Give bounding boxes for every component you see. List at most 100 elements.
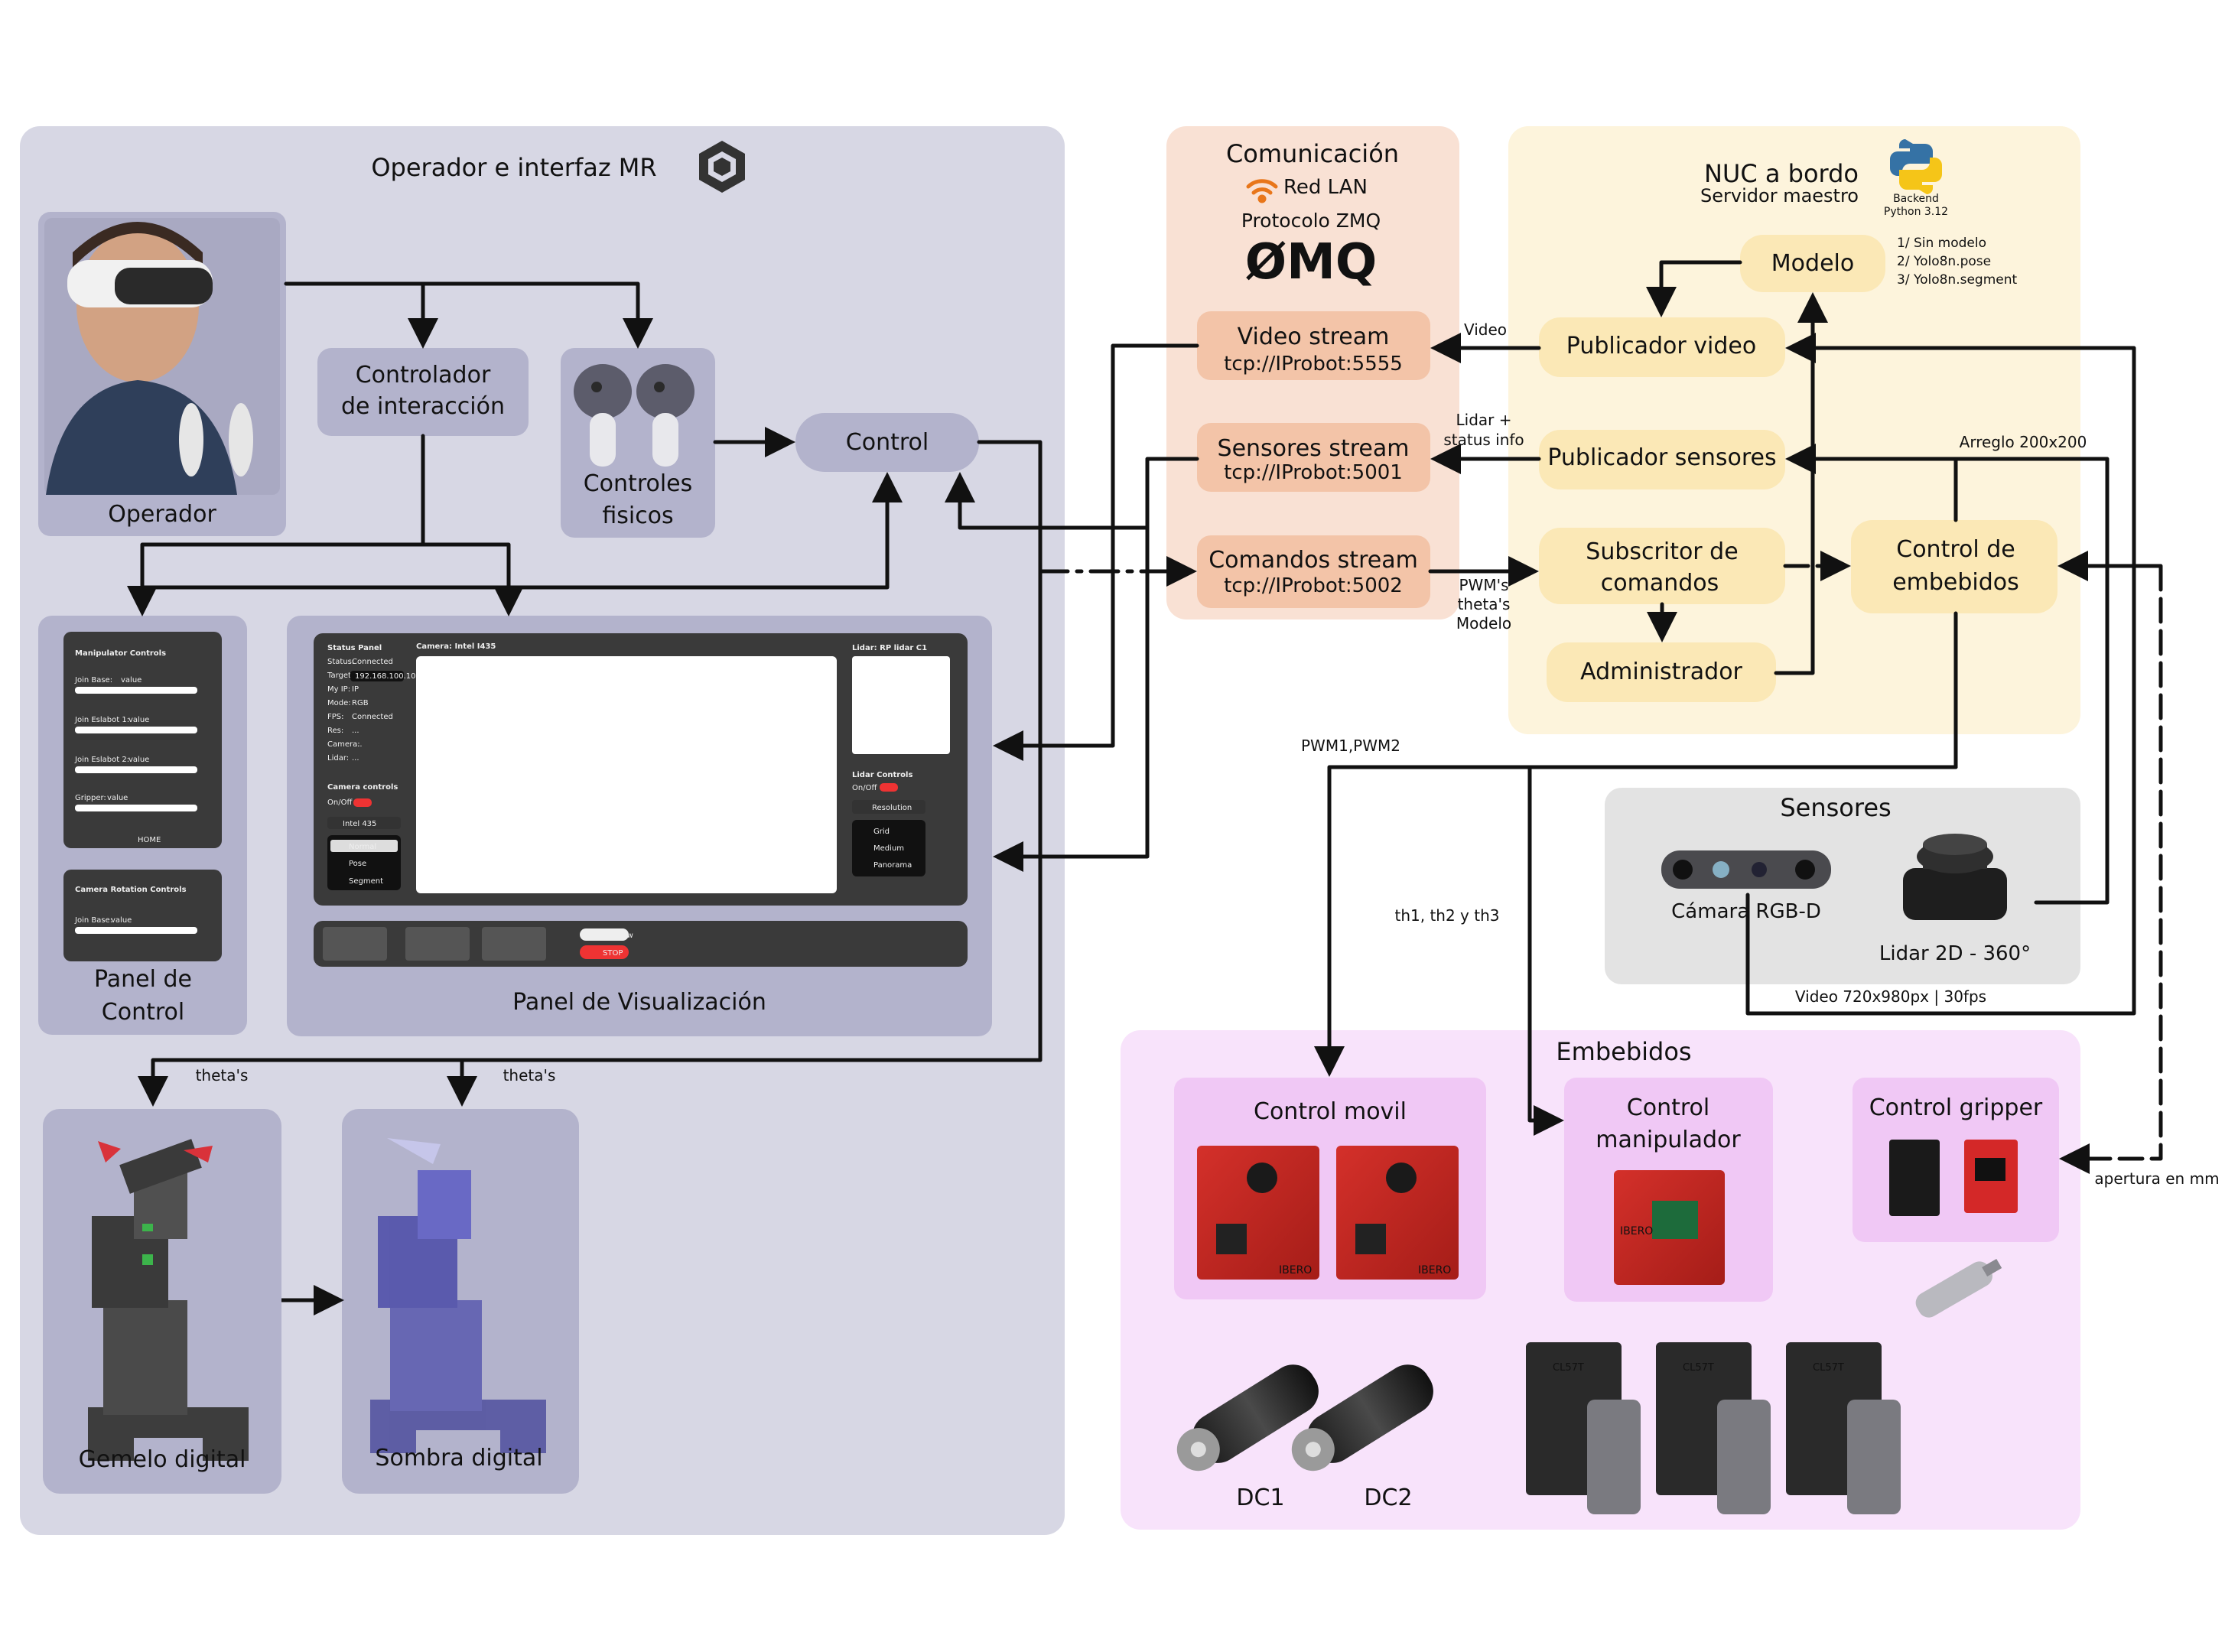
- control-panel-line2: Control: [102, 999, 184, 1026]
- protocol-label: Protocolo ZMQ: [1241, 210, 1381, 232]
- svg-text:tcp://IProbot:5002: tcp://IProbot:5002: [1224, 574, 1403, 597]
- shadow-label: Sombra digital: [375, 1445, 542, 1472]
- svg-text:Join Eslabot 1:: Join Eslabot 1:: [74, 716, 129, 724]
- nuc-group-title: NUC a bordo: [1704, 159, 1859, 188]
- edge-labels: Video Lidar + status info PWM's theta's …: [196, 320, 2220, 1188]
- svg-text:Status Panel: Status Panel: [327, 644, 382, 652]
- sensors-stream-node: Sensores stream tcp://IProbot:5001: [1197, 423, 1430, 492]
- video-stream-node: Video stream tcp://IProbot:5555: [1197, 311, 1430, 380]
- model-option-2: 2/ Yolo8n.pose: [1897, 254, 1991, 269]
- lidar-toggle[interactable]: [880, 783, 898, 792]
- stop-button[interactable]: [580, 945, 629, 959]
- physical-line2: fisicos: [602, 502, 673, 529]
- svg-text:IBERO: IBERO: [1418, 1264, 1451, 1276]
- home-button[interactable]: HOME: [138, 836, 161, 844]
- svg-text:Gripper:: Gripper:: [75, 794, 106, 802]
- svg-text:Camera: Intel I435: Camera: Intel I435: [416, 642, 496, 651]
- backend-label: Backend: [1893, 193, 1939, 205]
- svg-text:RGB: RGB: [352, 699, 369, 707]
- comm-group-title: Comunicación: [1226, 139, 1399, 168]
- svg-text:Target:: Target:: [327, 672, 353, 680]
- wifi-icon: [1246, 179, 1278, 203]
- lidar-select[interactable]: [852, 800, 925, 814]
- svg-text:CL57T: CL57T: [1683, 1362, 1714, 1374]
- svg-text:LED view: LED view: [598, 932, 633, 940]
- connectors: [127, 260, 2163, 1174]
- svg-text:Camera:: Camera:: [327, 740, 360, 749]
- svg-text:tcp://IProbot:5555: tcp://IProbot:5555: [1224, 353, 1403, 376]
- lan-label: Red LAN: [1283, 176, 1368, 199]
- manip-control-card: Control manipulador IBERO: [1564, 1078, 1773, 1302]
- svg-text:Panorama: Panorama: [873, 861, 912, 870]
- svg-text:value: value: [128, 716, 149, 724]
- pub-sensors-node: Publicador sensores: [1539, 430, 1785, 489]
- operator-card: Operador: [38, 212, 286, 536]
- svg-text:IBERO: IBERO: [1279, 1264, 1312, 1276]
- manip-title: Manipulator Controls: [75, 649, 166, 658]
- svg-text:192.168.100.100: 192.168.100.100: [355, 672, 421, 681]
- digital-shadow-card: Sombra digital: [342, 1109, 579, 1494]
- svg-text:Comandos stream: Comandos stream: [1208, 547, 1418, 574]
- gripper-motor: [1915, 1258, 2002, 1318]
- th123-label: th1, th2 y th3: [1395, 906, 1500, 925]
- svg-text:status info: status info: [1443, 431, 1524, 449]
- aperture-label: apertura en mm: [2094, 1169, 2219, 1188]
- lidar-label: Lidar 2D - 360°: [1879, 942, 2031, 965]
- svg-text:Join Base:: Join Base:: [74, 676, 112, 685]
- video-res-label: Video 720x980px | 30fps: [1795, 987, 1986, 1006]
- video-edge-label: Video: [1464, 320, 1507, 339]
- svg-text:manipulador: manipulador: [1596, 1127, 1741, 1153]
- svg-text:Video stream: Video stream: [1238, 324, 1390, 350]
- svg-text:Lidar +: Lidar +: [1456, 411, 1512, 429]
- svg-text:Status:: Status:: [327, 658, 354, 666]
- physical-controls: Controles fisicos: [561, 348, 715, 538]
- svg-text:embebidos: embebidos: [1892, 569, 2019, 596]
- svg-text:Sensores stream: Sensores stream: [1218, 435, 1410, 462]
- controllers-icon: [574, 364, 694, 467]
- svg-text:Normal: Normal: [349, 843, 376, 851]
- thetas-label-2: theta's: [503, 1066, 556, 1085]
- svg-text:Publicador sensores: Publicador sensores: [1547, 444, 1776, 471]
- interaction-line1: Controlador: [356, 362, 491, 389]
- svg-text:Pose: Pose: [349, 860, 366, 868]
- svg-text:Intel 435: Intel 435: [343, 820, 376, 828]
- cam-rot-slider[interactable]: [75, 927, 197, 934]
- svg-text:comandos: comandos: [1601, 570, 1719, 597]
- svg-text:Subscritor de: Subscritor de: [1586, 538, 1738, 565]
- svg-text:My IP:: My IP:: [327, 685, 350, 694]
- svg-text:Mode:: Mode:: [327, 699, 351, 707]
- control-panel-line1: Panel de: [94, 966, 192, 993]
- control-label: Control: [846, 429, 929, 456]
- dc1-label: DC1: [1236, 1485, 1284, 1511]
- array-label: Arreglo 200x200: [1960, 433, 2087, 451]
- model-option-1: 1/ Sin modelo: [1897, 236, 1986, 251]
- lidar-options[interactable]: [852, 820, 925, 876]
- pub-video-node: Publicador video: [1539, 317, 1785, 377]
- svg-text:Camera controls: Camera controls: [327, 783, 398, 792]
- svg-text:Medium: Medium: [873, 844, 904, 853]
- svg-text:Join Eslabot 2:: Join Eslabot 2:: [74, 756, 129, 764]
- svg-text:value: value: [107, 794, 128, 802]
- thumbnail-bar: [314, 921, 968, 967]
- embed-control-node: Control de embebidos: [1851, 520, 2057, 613]
- svg-text:Connected: Connected: [352, 658, 393, 666]
- commands-stream-node: Comandos stream tcp://IProbot:5002: [1197, 535, 1430, 608]
- svg-text:Lidar: RP lidar C1: Lidar: RP lidar C1: [852, 644, 927, 652]
- svg-text:CL57T: CL57T: [1813, 1362, 1844, 1374]
- operator-photo: [44, 218, 280, 495]
- svg-text:Control movil: Control movil: [1254, 1098, 1407, 1125]
- led-button[interactable]: [580, 928, 629, 941]
- operator-label: Operador: [108, 501, 216, 528]
- svg-text:Modelo: Modelo: [1456, 614, 1511, 633]
- model-option-3: 3/ Yolo8n.segment: [1897, 272, 2017, 288]
- manip-sliders[interactable]: Join Base: value Join Eslabot 1: value J…: [74, 676, 197, 811]
- camera-toggle[interactable]: [353, 798, 372, 807]
- mobile-control-card: Control movil IBERO IBERO: [1174, 1078, 1486, 1299]
- python-version: Python 3.12: [1884, 206, 1948, 218]
- twin-label: Gemelo digital: [79, 1446, 246, 1473]
- svg-text:...: ...: [352, 754, 359, 763]
- svg-text:On/Off: On/Off: [852, 784, 877, 792]
- camera-view: [416, 656, 837, 893]
- camera-select[interactable]: [327, 817, 401, 829]
- svg-text:On/Off: On/Off: [327, 798, 353, 807]
